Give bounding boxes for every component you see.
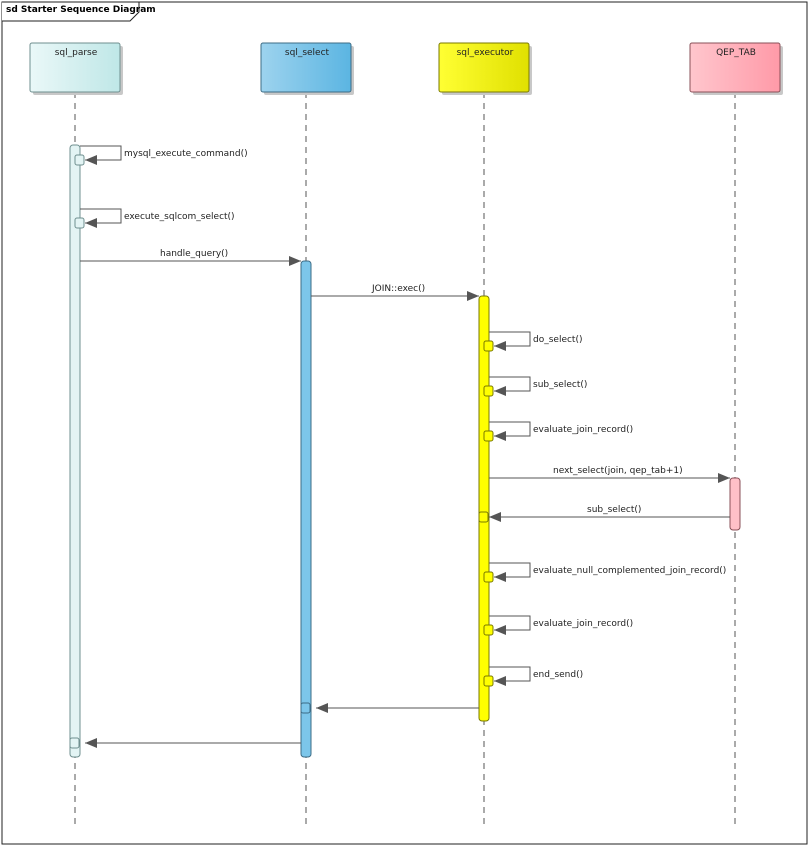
self-message-arrow — [489, 421, 531, 441]
message-label: mysql_execute_command() — [124, 149, 248, 159]
participant-label-sql-parse: sql_parse — [54, 48, 98, 58]
self-message-arrow — [489, 615, 531, 635]
message-label: JOIN::exec() — [372, 284, 426, 294]
message-label: evaluate_join_record() — [533, 619, 634, 629]
frame-title-tab — [2, 1, 140, 22]
activation-bar-sql-select — [300, 260, 312, 758]
nested-activation — [74, 217, 85, 229]
message-label: evaluate_null_complemented_join_record() — [533, 566, 727, 576]
participant-label-sql-executor: sql_executor — [456, 48, 514, 58]
participant-head-qep-tab — [689, 42, 781, 93]
message-label: sub_select() — [533, 380, 588, 390]
participant-label-qep-tab: QEP_TAB — [716, 48, 756, 58]
nested-activation — [483, 340, 494, 352]
activation-bar-qep-tab — [729, 477, 741, 531]
participant-head-sql-parse — [29, 42, 121, 93]
message-label: execute_sqlcom_select() — [124, 212, 235, 222]
message-label: evaluate_join_record() — [533, 425, 634, 435]
activation-bar-sql-parse — [69, 144, 81, 758]
message-label: end_send() — [533, 670, 584, 680]
message-label: do_select() — [533, 335, 583, 345]
nested-activation — [483, 624, 494, 636]
nested-activation — [483, 385, 494, 397]
nested-activation — [69, 737, 80, 749]
participant-head-sql-executor — [438, 42, 530, 93]
nested-activation — [483, 430, 494, 442]
self-message-arrow — [489, 376, 531, 396]
frame-title: sd Starter Sequence Diagram — [6, 5, 156, 15]
nested-activation — [74, 154, 85, 166]
participant-label-sql-select: sql_select — [284, 48, 330, 58]
nested-activation — [478, 511, 489, 523]
message-label: sub_select() — [587, 505, 642, 515]
message-label: next_select(join, qep_tab+1) — [553, 466, 683, 476]
self-message-arrow — [489, 331, 531, 351]
self-message-arrow — [489, 562, 531, 582]
self-message-arrow — [80, 208, 122, 228]
nested-activation — [300, 702, 311, 714]
nested-activation — [483, 571, 494, 583]
participant-head-sql-select — [260, 42, 352, 93]
message-label: handle_query() — [160, 249, 229, 259]
self-message-arrow — [80, 145, 122, 165]
nested-activation — [483, 675, 494, 687]
self-message-arrow — [489, 666, 531, 686]
activation-bar-sql-executor — [478, 295, 490, 722]
